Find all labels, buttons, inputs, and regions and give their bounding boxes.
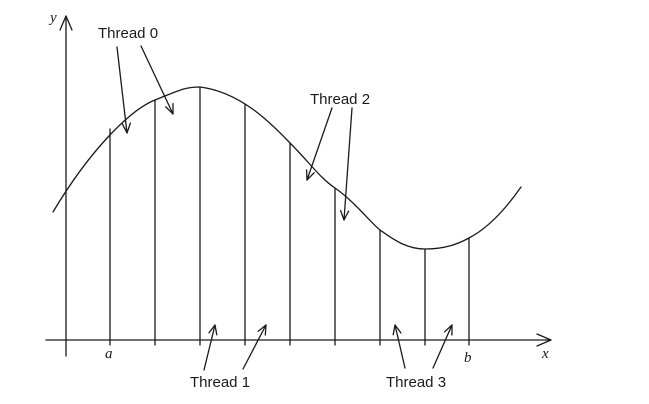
axes: y x a b bbox=[45, 10, 552, 366]
thread-3-arrow bbox=[394, 324, 406, 369]
thread-2-label: Thread 2 bbox=[310, 91, 370, 108]
thread-3-label: Thread 3 bbox=[386, 374, 446, 391]
trapezoid-dividers bbox=[109, 86, 470, 346]
x-axis-arrowhead bbox=[536, 333, 552, 347]
thread-2-arrow bbox=[306, 107, 333, 181]
interval-end-label: b bbox=[464, 350, 472, 366]
thread-0-arrow bbox=[140, 45, 174, 115]
arrowhead bbox=[339, 209, 350, 221]
y-axis-arrowhead bbox=[59, 15, 73, 31]
pointer-arrows bbox=[116, 45, 453, 371]
thread-0-arrow bbox=[116, 46, 128, 134]
x-axis-label: x bbox=[541, 346, 549, 362]
thread-3-arrow bbox=[432, 324, 453, 369]
arrowhead bbox=[443, 324, 453, 336]
interval-start-label: a bbox=[105, 346, 113, 362]
thread-1-arrow bbox=[242, 324, 267, 370]
arrowhead bbox=[165, 103, 174, 115]
thread-1-arrow bbox=[203, 324, 216, 371]
thread-2-arrow bbox=[343, 107, 353, 221]
function-curve bbox=[52, 86, 522, 250]
thread-labels: Thread 0 Thread 1 Thread 2 Thread 3 bbox=[98, 25, 446, 391]
arrowhead bbox=[305, 169, 315, 181]
y-axis-label: y bbox=[48, 10, 57, 26]
thread-1-label: Thread 1 bbox=[190, 374, 250, 391]
arrowhead bbox=[121, 122, 132, 134]
arrowhead bbox=[392, 324, 402, 336]
arrowhead bbox=[257, 324, 267, 336]
arrowhead bbox=[208, 324, 218, 336]
thread-0-label: Thread 0 bbox=[98, 25, 158, 42]
